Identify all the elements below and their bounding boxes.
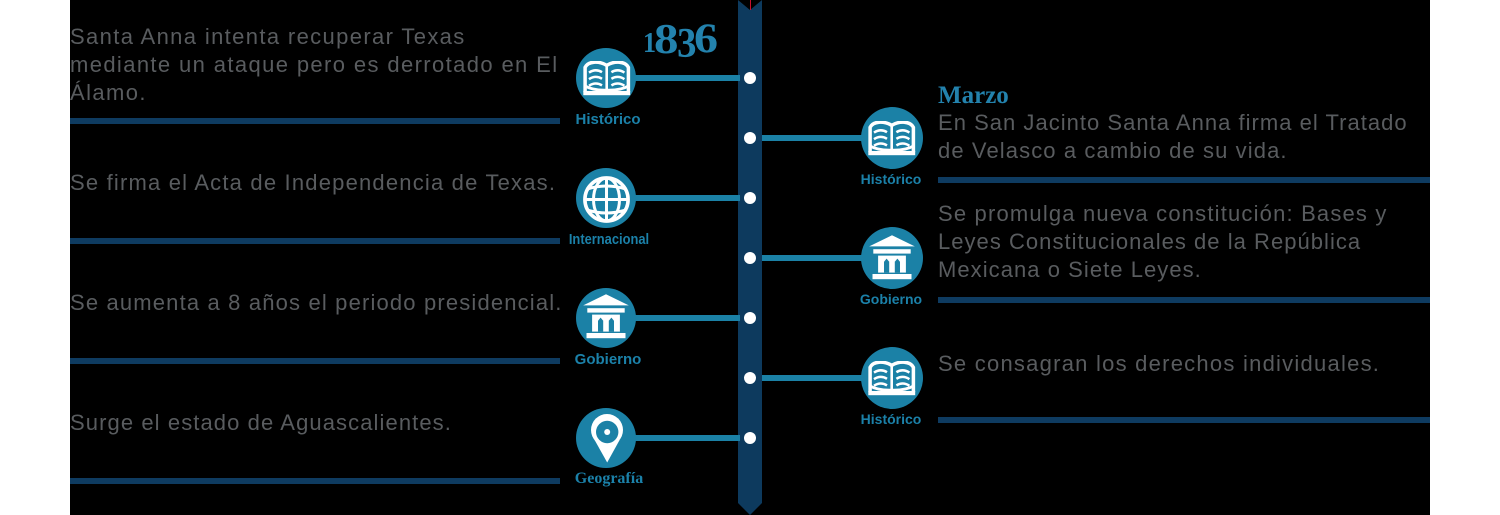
svg-text:3: 3 <box>677 21 697 60</box>
svg-text:1: 1 <box>643 27 656 59</box>
svg-text:6: 6 <box>694 17 718 61</box>
svg-text:8: 8 <box>654 17 679 60</box>
